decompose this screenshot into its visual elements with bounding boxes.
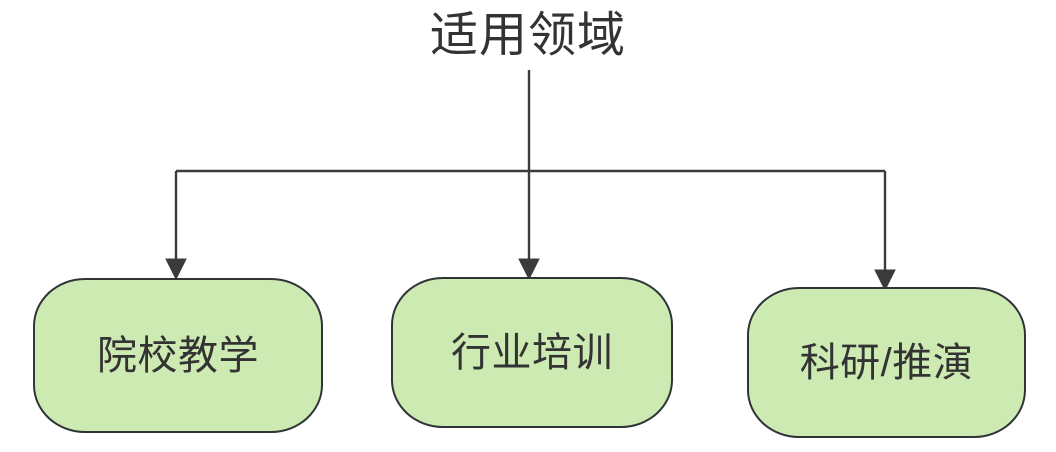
node-academic-teaching[interactable]: 院校教学	[33, 278, 323, 433]
node-label: 院校教学	[97, 333, 259, 378]
node-research-simulation[interactable]: 科研/推演	[747, 287, 1026, 438]
node-label: 行业培训	[451, 330, 613, 375]
node-industry-training[interactable]: 行业培训	[391, 277, 673, 428]
node-label: 科研/推演	[799, 340, 974, 385]
